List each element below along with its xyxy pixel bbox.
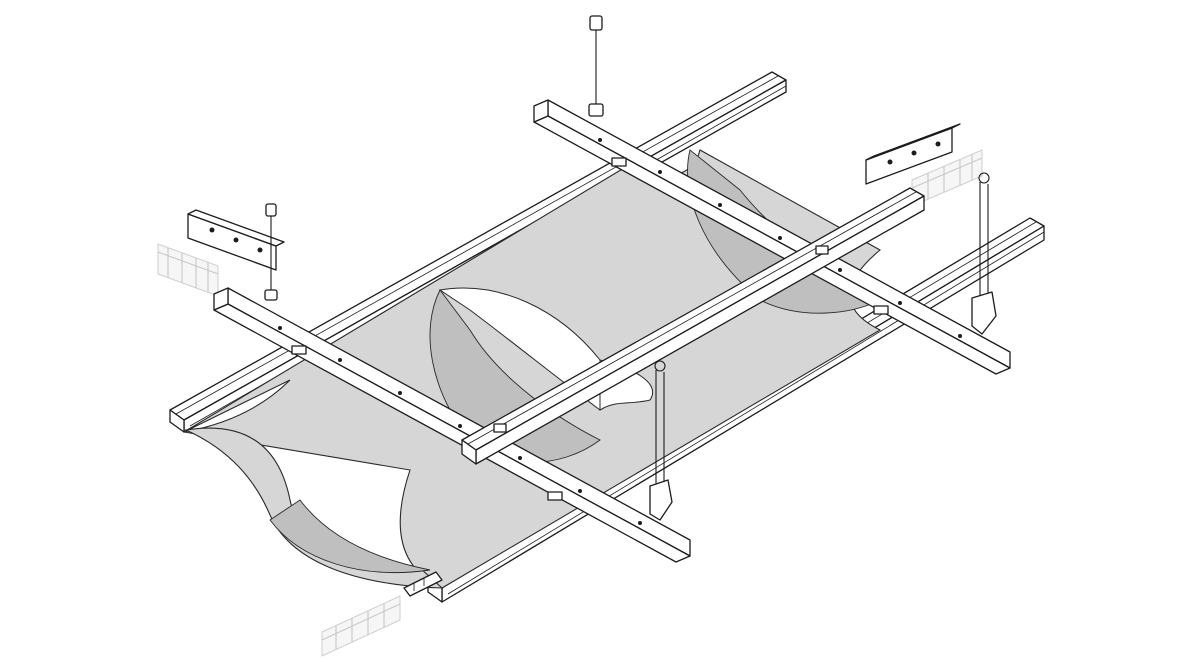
wire-hanger-front xyxy=(649,360,673,521)
ghost-wall-bracket-left xyxy=(157,243,219,297)
cross-tee-front xyxy=(213,287,691,563)
suspension-hanger-left xyxy=(264,203,278,301)
suspension-hanger-right xyxy=(588,15,604,117)
center-beam xyxy=(461,187,925,465)
splice-connector xyxy=(403,571,443,597)
wire-hanger-right xyxy=(971,172,997,335)
cross-tee-back xyxy=(533,99,1011,375)
wall-bracket-left xyxy=(187,209,285,271)
rail-clips xyxy=(291,157,889,501)
ghost-wall-bracket-right xyxy=(911,149,983,207)
ghost-splice-connector xyxy=(321,595,401,657)
wall-bracket-right xyxy=(865,123,961,185)
